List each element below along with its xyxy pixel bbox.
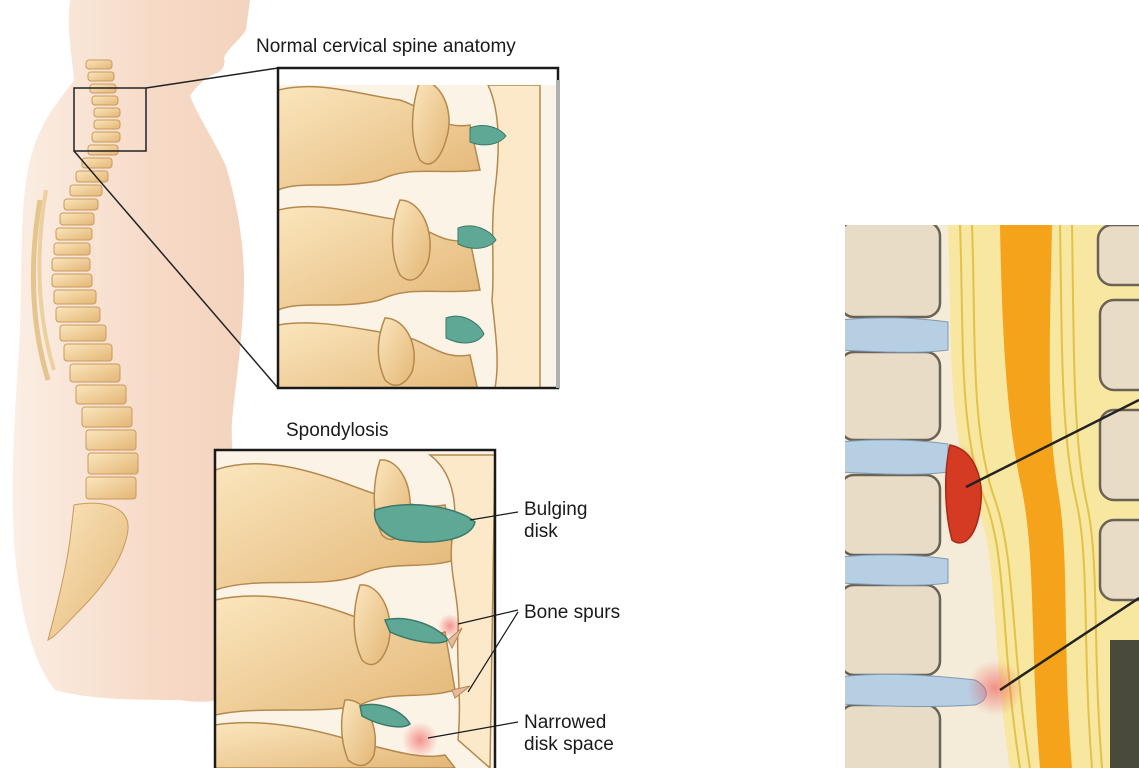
spondylosis-inset <box>215 450 495 768</box>
bulging-label-line1: Bulging <box>524 499 587 521</box>
narrowed-label-line1: Narrowed <box>524 712 614 734</box>
narrowed-disk-label: Narrowed disk space <box>524 712 614 756</box>
normal-inset <box>278 68 558 400</box>
narrowed-label-line2: disk space <box>524 734 614 756</box>
bulging-label-line2: disk <box>524 521 587 543</box>
spondylosis-title: Spondylosis <box>286 420 388 442</box>
normal-anatomy-title: Normal cervical spine anatomy <box>256 36 516 58</box>
bulging-disk-label: Bulging disk <box>524 499 587 543</box>
sagittal-section <box>840 222 1139 768</box>
bone-spurs-label: Bone spurs <box>524 602 620 624</box>
